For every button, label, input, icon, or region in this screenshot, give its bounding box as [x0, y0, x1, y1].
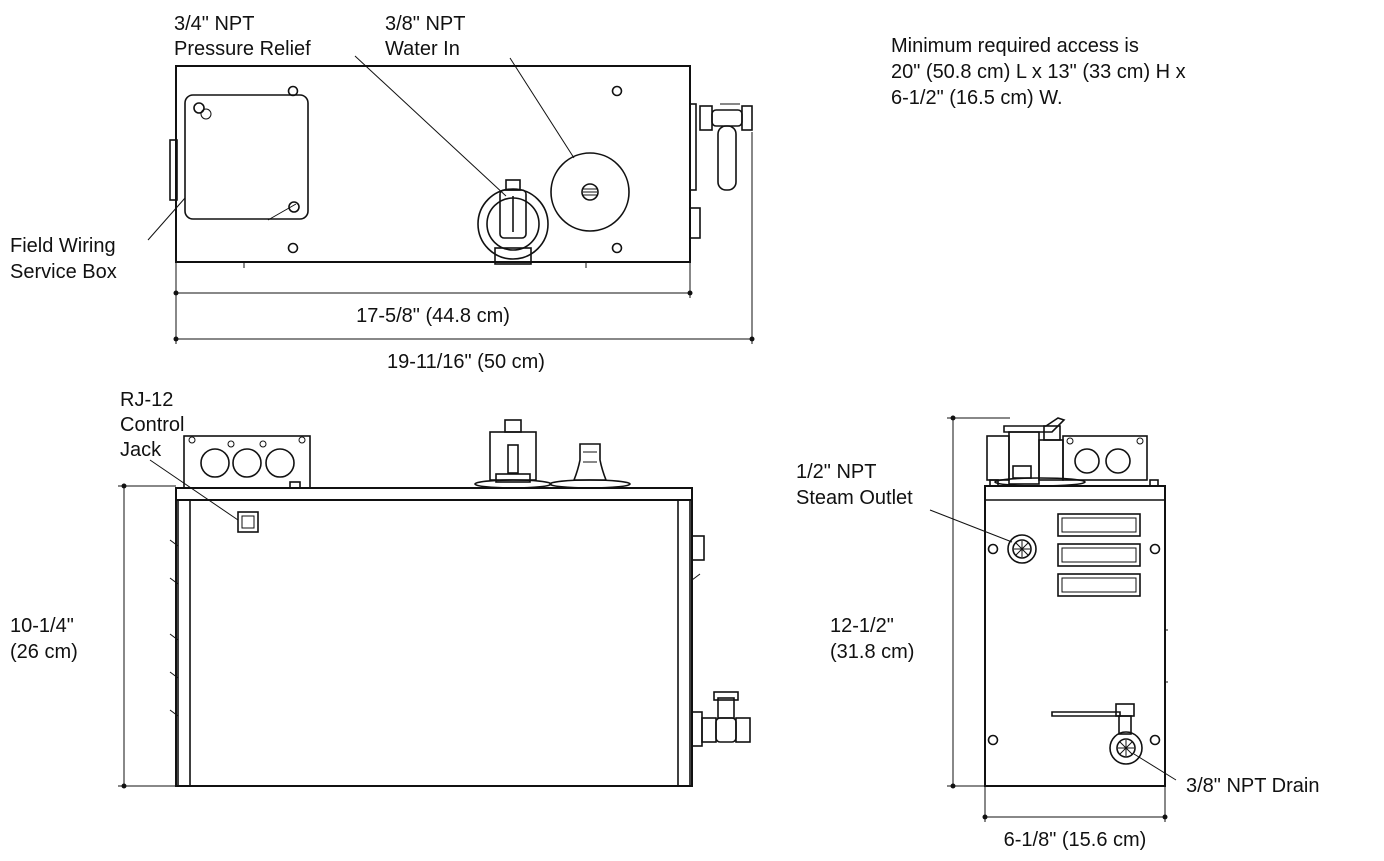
top-view-left-tab — [169, 139, 178, 201]
mounting-hole-icon — [987, 734, 999, 746]
rj12-label-line1: RJ-12 — [120, 389, 173, 411]
water-in-label-line1: 3/8" NPT — [385, 13, 465, 35]
field-wiring-service-box — [184, 94, 309, 220]
drain-leader — [1133, 753, 1177, 781]
front-view-housing — [175, 499, 693, 787]
side-view-housing — [984, 485, 1166, 787]
field-wiring-label-line2: Service Box — [10, 261, 117, 283]
outer-width-dimension: 19-11/16" (50 cm) — [387, 351, 545, 373]
pressure-relief-leader — [354, 55, 507, 197]
drain-label: 3/8" NPT Drain — [1186, 775, 1319, 797]
side-view — [929, 415, 1177, 822]
front-height-dimension-line2: (26 cm) — [10, 641, 78, 663]
steam-outlet-label-line2: Steam Outlet — [796, 487, 913, 509]
access-note-line2: 20" (50.8 cm) L x 13" (33 cm) H x — [891, 61, 1186, 83]
top-view — [147, 55, 755, 344]
water-in-leader — [509, 57, 575, 159]
mounting-hole-icon — [287, 85, 299, 97]
side-height-dimension-line1: 12-1/2" — [830, 615, 894, 637]
left-louvres — [169, 539, 179, 717]
access-note-line3: 6-1/2" (16.5 cm) W. — [891, 87, 1063, 109]
service-box-screw-icon — [288, 201, 300, 213]
steam-outlet-fitting — [1007, 534, 1037, 564]
mounting-hole-icon — [1149, 543, 1161, 555]
front-water-in — [549, 443, 631, 489]
mounting-hole-icon — [987, 543, 999, 555]
water-in-label-line2: Water In — [385, 38, 460, 60]
pressure-relief-label-line1: 3/4" NPT — [174, 13, 254, 35]
side-height-dimension-line2: (31.8 cm) — [830, 641, 914, 663]
pressure-relief-fitting — [477, 179, 549, 265]
front-view-top-plate — [175, 487, 693, 501]
access-note-line1: Minimum required access is — [891, 35, 1139, 57]
steam-outlet-label-line1: 1/2" NPT — [796, 461, 876, 483]
pressure-relief-label-line2: Pressure Relief — [174, 38, 311, 60]
front-drain-valve — [691, 691, 751, 747]
inner-width-dimension: 17-5/8" (44.8 cm) — [356, 305, 510, 327]
side-top-fittings — [986, 417, 1159, 487]
rj12-label-line3: Jack — [120, 439, 162, 461]
rj12-leader — [149, 459, 239, 521]
field-wiring-leader — [147, 197, 186, 241]
service-box-screw-icon — [193, 102, 205, 114]
mounting-hole-icon — [1149, 734, 1161, 746]
side-drain-valve — [1051, 703, 1143, 765]
front-side-fitting — [691, 535, 705, 561]
mounting-hole-icon — [611, 242, 623, 254]
mounting-hole-icon — [287, 242, 299, 254]
front-pressure-relief — [474, 419, 552, 489]
front-wiring-box — [183, 435, 311, 489]
side-width-dimension: 6-1/8" (15.6 cm) — [1004, 829, 1147, 851]
top-view-housing — [175, 65, 691, 263]
water-in-fitting — [550, 152, 630, 232]
field-wiring-label-line1: Field Wiring — [10, 235, 116, 257]
front-view — [118, 419, 751, 789]
mounting-hole-icon — [611, 85, 623, 97]
side-vents — [1057, 513, 1141, 597]
steam-outlet-leader — [929, 509, 1013, 543]
rj12-control-jack — [237, 511, 259, 533]
front-view-left-panel — [177, 499, 191, 787]
top-view-side-valve — [689, 103, 753, 239]
rj12-label-line2: Control — [120, 414, 184, 436]
front-height-dimension-line1: 10-1/4" — [10, 615, 74, 637]
